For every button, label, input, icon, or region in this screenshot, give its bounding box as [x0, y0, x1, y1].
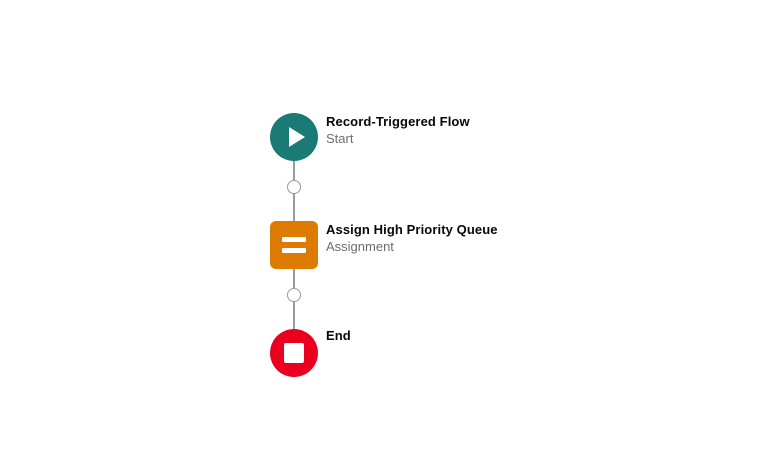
connector-assignment-to-end — [270, 269, 318, 329]
start-node-labels: Record-Triggered Flow Start — [326, 113, 586, 147]
add-element-button[interactable] — [287, 180, 301, 194]
connector-start-to-assignment — [270, 161, 318, 221]
assignment-node-subtitle: Assignment — [326, 239, 394, 254]
stop-icon — [284, 343, 304, 363]
end-node-title: End — [326, 328, 351, 343]
assignment-node-shape[interactable] — [270, 221, 318, 269]
assignment-node-labels: Assign High Priority Queue Assignment — [326, 221, 586, 255]
assignment-node-title: Assign High Priority Queue — [326, 222, 498, 237]
flow-node-assignment[interactable]: Assign High Priority Queue Assignment — [270, 221, 498, 269]
start-node-shape[interactable] — [270, 113, 318, 161]
add-element-button[interactable] — [287, 288, 301, 302]
flow-node-end[interactable]: End — [270, 328, 351, 377]
flow-node-start[interactable]: Record-Triggered Flow Start — [270, 113, 470, 161]
end-node-labels: End — [326, 327, 586, 344]
equals-icon — [282, 237, 306, 253]
start-node-subtitle: Start — [326, 131, 354, 146]
play-icon — [288, 127, 305, 147]
end-node-shape[interactable] — [270, 329, 318, 377]
start-node-title: Record-Triggered Flow — [326, 114, 470, 129]
flow-column: Record-Triggered Flow Start Assign High … — [270, 113, 498, 377]
